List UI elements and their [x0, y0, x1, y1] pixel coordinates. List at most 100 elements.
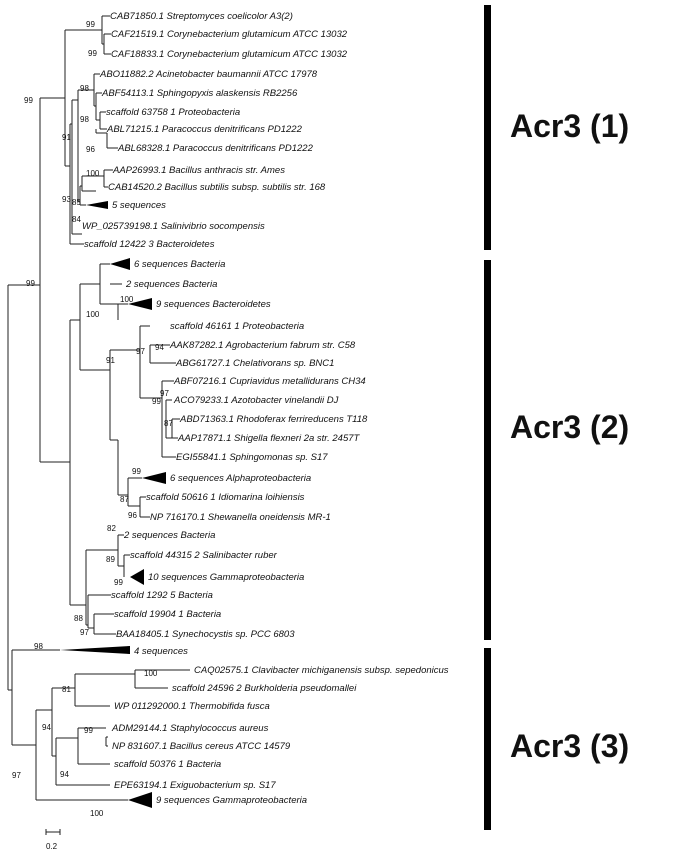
support-value: 98: [34, 642, 43, 651]
collapsed-clade-9-sequences-gammaproteobacteria: [128, 792, 152, 808]
leaf-label: CAF21519.1 Corynebacterium glutamicum AT…: [111, 29, 348, 40]
leaf-label: scaffold 50376 1 Bacteria: [114, 759, 221, 770]
leaf-label: scaffold 50616 1 Idiomarina loihiensis: [146, 492, 305, 503]
leaf-label: ABL71215.1 Paracoccus denitrificans PD12…: [106, 124, 303, 135]
leaf-label: scaffold 63758 1 Proteobacteria: [106, 107, 240, 118]
leaf-label: WP_025739198.1 Salinivibrio socompensis: [82, 221, 265, 232]
leaf-label: 2 sequences Bacteria: [125, 279, 217, 290]
clade-bar-acr3-1: [484, 5, 491, 250]
leaf-label: ABG61727.1 Chelativorans sp. BNC1: [175, 358, 334, 369]
collapsed-clade-9-sequences-bacteroidetes: [128, 298, 152, 310]
leaf-label: 9 sequences Gammaproteobacteria: [156, 795, 307, 806]
support-value: 94: [60, 770, 69, 779]
leaf-label: 4 sequences: [134, 646, 188, 657]
leaf-label: AAP26993.1 Bacillus anthracis str. Ames: [112, 165, 285, 176]
leaf-label: scaffold 1292 5 Bacteria: [111, 590, 213, 601]
support-value: 99: [114, 578, 123, 587]
leaf-label: 9 sequences Bacteroidetes: [156, 299, 271, 310]
leaf-label: scaffold 12422 3 Bacteroidetes: [84, 239, 215, 250]
scale-bar-line: [45, 829, 61, 835]
support-value: 99: [86, 20, 95, 29]
leaf-label: ACO79233.1 Azotobacter vinelandii DJ: [173, 395, 339, 406]
support-value: 100: [86, 169, 100, 178]
support-value: 96: [86, 145, 95, 154]
support-value: 87: [164, 419, 173, 428]
leaf-label: CAQ02575.1 Clavibacter michiganensis sub…: [194, 665, 449, 676]
leaf-label: BAA18405.1 Synechocystis sp. PCC 6803: [116, 629, 295, 640]
leaf-label: WP 011292000.1 Thermobifida fusca: [114, 701, 270, 712]
leaf-label: ABL68328.1 Paracoccus denitrificans PD12…: [117, 143, 314, 154]
support-value: 81: [62, 685, 71, 694]
support-value: 87: [120, 495, 129, 504]
support-value: 97: [160, 389, 169, 398]
leaf-label: ADM29144.1 Staphylococcus aureus: [111, 723, 269, 734]
leaf-label: NP 716170.1 Shewanella oneidensis MR-1: [150, 512, 331, 523]
support-value: 91: [106, 356, 115, 365]
leaf-label: scaffold 46161 1 Proteobacteria: [170, 321, 304, 332]
support-value: 99: [26, 279, 35, 288]
support-value: 100: [144, 669, 158, 678]
support-value: 100: [90, 809, 104, 818]
support-value: 99: [84, 726, 93, 735]
leaf-label: AAK87282.1 Agrobacterium fabrum str. C58: [169, 340, 356, 351]
leaf-label: ABD71363.1 Rhodoferax ferrireducens T118: [179, 414, 368, 425]
leaf-label: AAP17871.1 Shigella flexneri 2a str. 245…: [177, 433, 361, 444]
support-value: 100: [86, 310, 100, 319]
leaf-label: CAF18833.1 Corynebacterium glutamicum AT…: [111, 49, 348, 60]
support-value: 84: [72, 215, 81, 224]
collapsed-clade-5-sequences: [86, 201, 108, 209]
support-value: 97: [12, 771, 21, 780]
support-value: 89: [106, 555, 115, 564]
leaf-label: 2 sequences Bacteria: [123, 530, 215, 541]
support-values: 99 99 98 98 91 96 100 93 85 84 99 99 100…: [12, 20, 173, 818]
leaf-label: EGI55841.1 Sphingomonas sp. S17: [176, 452, 328, 463]
clade-label-acr3-1: Acr3 (1): [510, 108, 629, 144]
clade-bar-acr3-3: [484, 648, 491, 830]
support-value: 94: [155, 343, 164, 352]
leaf-label: ABO11882.2 Acinetobacter baumannii ATCC …: [99, 69, 318, 80]
leaf-label: ABF07216.1 Cupriavidus metallidurans CH3…: [173, 376, 366, 387]
leaf-label: 6 sequences Alphaproteobacteria: [170, 473, 311, 484]
support-value: 82: [107, 524, 116, 533]
collapsed-clade-6-sequences-alphaproteobacteria: [142, 472, 166, 484]
support-value: 96: [128, 511, 137, 520]
leaf-label: NP 831607.1 Bacillus cereus ATCC 14579: [112, 741, 291, 752]
leaf-label: 5 sequences: [112, 200, 166, 211]
leaf-label: 10 sequences Gammaproteobacteria: [148, 572, 304, 583]
leaf-label: CAB71850.1 Streptomyces coelicolor A3(2): [110, 11, 293, 22]
support-value: 98: [80, 115, 89, 124]
support-value: 94: [42, 723, 51, 732]
support-value: 99: [24, 96, 33, 105]
support-value: 99: [88, 49, 97, 58]
support-value: 100: [120, 295, 134, 304]
support-value: 93: [62, 195, 71, 204]
leaf-label: scaffold 24596 2 Burkholderia pseudomall…: [172, 683, 357, 694]
collapsed-clade-10-sequences-gammaproteobacteria: [130, 569, 144, 585]
support-value: 91: [62, 133, 71, 142]
leaf-labels: CAB71850.1 Streptomyces coelicolor A3(2)…: [82, 11, 449, 806]
clade-label-acr3-2: Acr3 (2): [510, 409, 629, 445]
collapsed-clade-4-sequences: [60, 646, 130, 654]
scale-bar: 0.2: [45, 829, 61, 851]
support-value: 97: [80, 628, 89, 637]
leaf-label: ABF54113.1 Sphingopyxis alaskensis RB225…: [101, 88, 298, 99]
support-value: 99: [152, 397, 161, 406]
scale-bar-label: 0.2: [46, 842, 58, 851]
support-value: 85: [72, 198, 81, 207]
leaf-label: scaffold 44315 2 Salinibacter ruber: [130, 550, 278, 561]
tree-branches: [7, 15, 190, 801]
leaf-label: scaffold 19904 1 Bacteria: [114, 609, 221, 620]
leaf-label: EPE63194.1 Exiguobacterium sp. S17: [114, 780, 276, 791]
leaf-label: CAB14520.2 Bacillus subtilis subsp. subt…: [108, 182, 326, 193]
collapsed-clade-6-sequences-bacteria: [110, 258, 130, 270]
collapsed-clades: [60, 201, 166, 808]
clade-bar-acr3-2: [484, 260, 491, 640]
support-value: 98: [80, 84, 89, 93]
clade-label-acr3-3: Acr3 (3): [510, 728, 629, 764]
clade-annotations: Acr3 (1) Acr3 (2) Acr3 (3): [484, 5, 629, 830]
support-value: 97: [136, 347, 145, 356]
support-value: 99: [132, 467, 141, 476]
leaf-label: 6 sequences Bacteria: [134, 259, 225, 270]
support-value: 88: [74, 614, 83, 623]
